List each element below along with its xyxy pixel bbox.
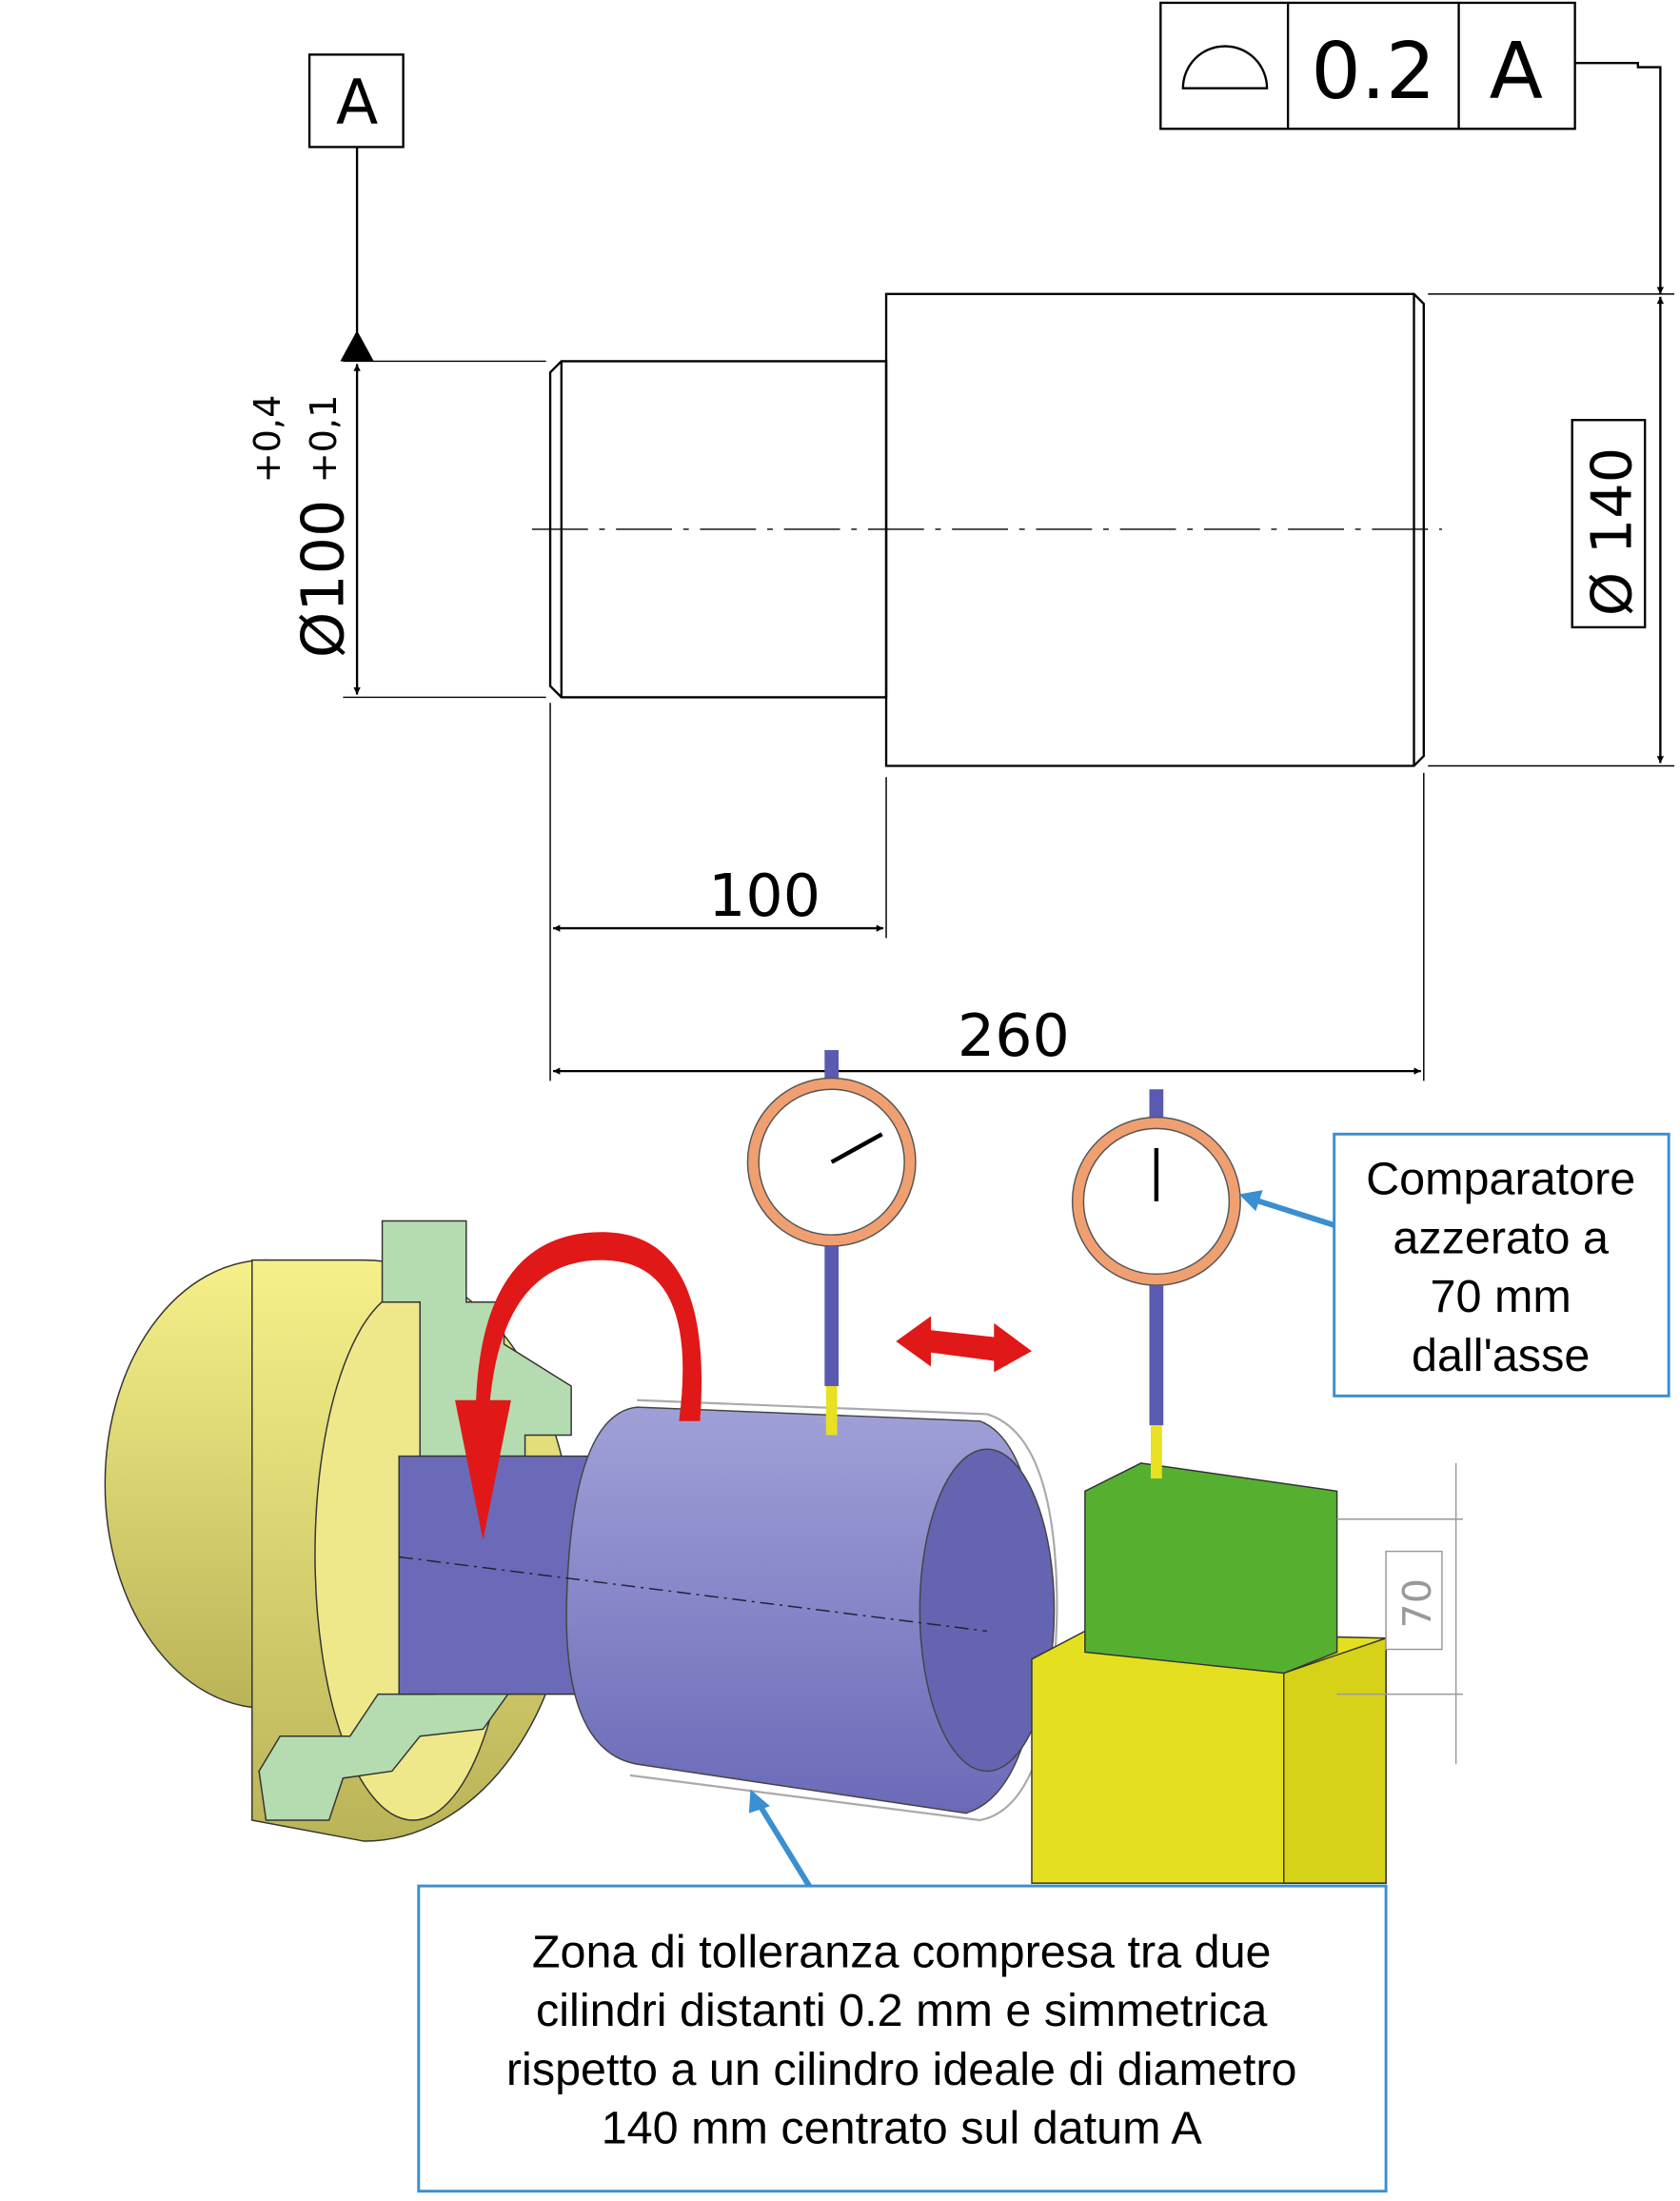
rotation-arrow-icon bbox=[455, 1232, 702, 1540]
setup-illustration: 70 bbox=[104, 1050, 1463, 1888]
datum-letter: A bbox=[336, 67, 378, 138]
dimension-lengths: 100 260 bbox=[549, 703, 1425, 1081]
upper-deviation: +0,4 bbox=[247, 395, 289, 484]
indicator-callout: Comparatore azzerato a 70 mm dall'asse bbox=[1333, 1132, 1670, 1398]
length-260: 260 bbox=[958, 1001, 1070, 1070]
dial-indicator-icon bbox=[746, 1050, 917, 1436]
svg-text:Zona di tolleranza compresa tr: Zona di tolleranza compresa tra due bbox=[532, 1926, 1272, 1977]
svg-text:dall'asse: dall'asse bbox=[1412, 1330, 1590, 1381]
lower-deviation: +0,1 bbox=[304, 395, 346, 484]
chuck-jaw bbox=[381, 1219, 572, 1457]
dial-indicator-icon bbox=[1071, 1089, 1241, 1479]
svg-text:azzerato a: azzerato a bbox=[1393, 1212, 1609, 1263]
diameter-100: Ø100 bbox=[288, 500, 357, 659]
tolerance-zone-cylinder bbox=[629, 1398, 1058, 1822]
tolerance-value: 0.2 bbox=[1311, 27, 1435, 117]
svg-text:Comparatore: Comparatore bbox=[1366, 1154, 1635, 1205]
svg-text:140 mm centrato sul datum A: 140 mm centrato sul datum A bbox=[602, 2103, 1203, 2154]
feature-control-frame: 0.2 A bbox=[1159, 1, 1665, 294]
datum-feature-symbol: A bbox=[307, 53, 405, 362]
svg-text:70 mm: 70 mm bbox=[1431, 1271, 1571, 1322]
translation-arrow-icon bbox=[896, 1316, 1032, 1373]
svg-text:cilindri distanti 0.2 mm e sim: cilindri distanti 0.2 mm e simmetrica bbox=[536, 1985, 1267, 2036]
profile-of-a-line-icon bbox=[1181, 45, 1269, 89]
dimension-diameter-100: Ø100 +0,4 +0,1 bbox=[247, 360, 546, 699]
fcf-datum: A bbox=[1490, 27, 1543, 117]
tolerance-zone-callout: Zona di tolleranza compresa tra due cili… bbox=[417, 1884, 1388, 2193]
gauge-block bbox=[1084, 1462, 1338, 1675]
diameter-140: Ø 140 bbox=[1578, 447, 1644, 616]
gauge-height: 70 bbox=[1394, 1578, 1440, 1628]
svg-text:rispetto a un cilindro ideale: rispetto a un cilindro ideale di diametr… bbox=[506, 2044, 1297, 2095]
length-100: 100 bbox=[708, 862, 820, 930]
dimension-diameter-140: Ø 140 bbox=[1428, 293, 1675, 767]
datum-triangle-icon bbox=[340, 330, 374, 362]
shaft-drawing bbox=[531, 292, 1442, 767]
